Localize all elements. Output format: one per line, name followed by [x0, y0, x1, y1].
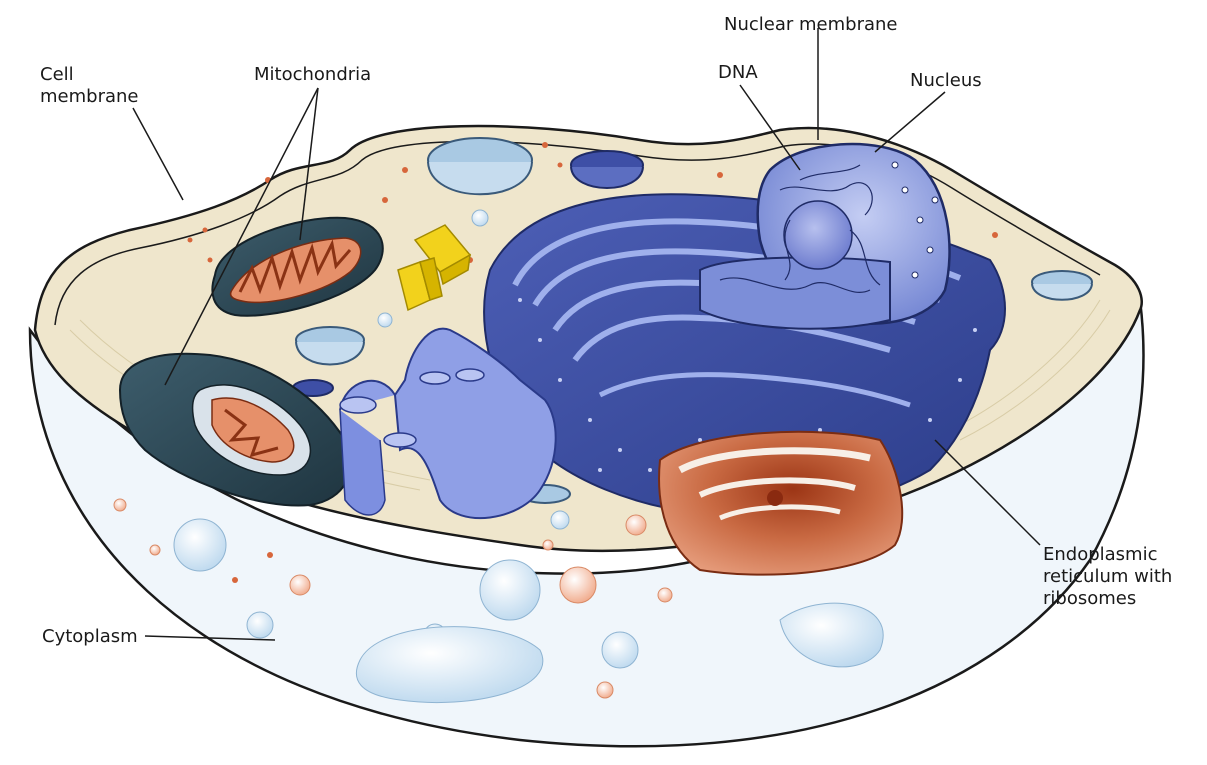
label-dna: DNA — [718, 62, 758, 84]
label-endoplasmic-reticulum: Endoplasmic reticulum with ribosomes — [1043, 544, 1172, 610]
label-mitochondria: Mitochondria — [254, 64, 371, 86]
label-nuclear-membrane: Nuclear membrane — [724, 14, 897, 36]
golgi-apparatus — [659, 432, 902, 575]
label-er-line2: reticulum with — [1043, 566, 1172, 588]
label-cell-membrane-line2: membrane — [40, 86, 138, 108]
label-nucleus: Nucleus — [910, 70, 982, 92]
label-er-line3: ribosomes — [1043, 588, 1172, 610]
label-cell-membrane: Cell membrane — [40, 64, 138, 108]
label-cell-membrane-line1: Cell — [40, 64, 138, 86]
label-er-line1: Endoplasmic — [1043, 544, 1172, 566]
label-cytoplasm: Cytoplasm — [42, 626, 138, 648]
